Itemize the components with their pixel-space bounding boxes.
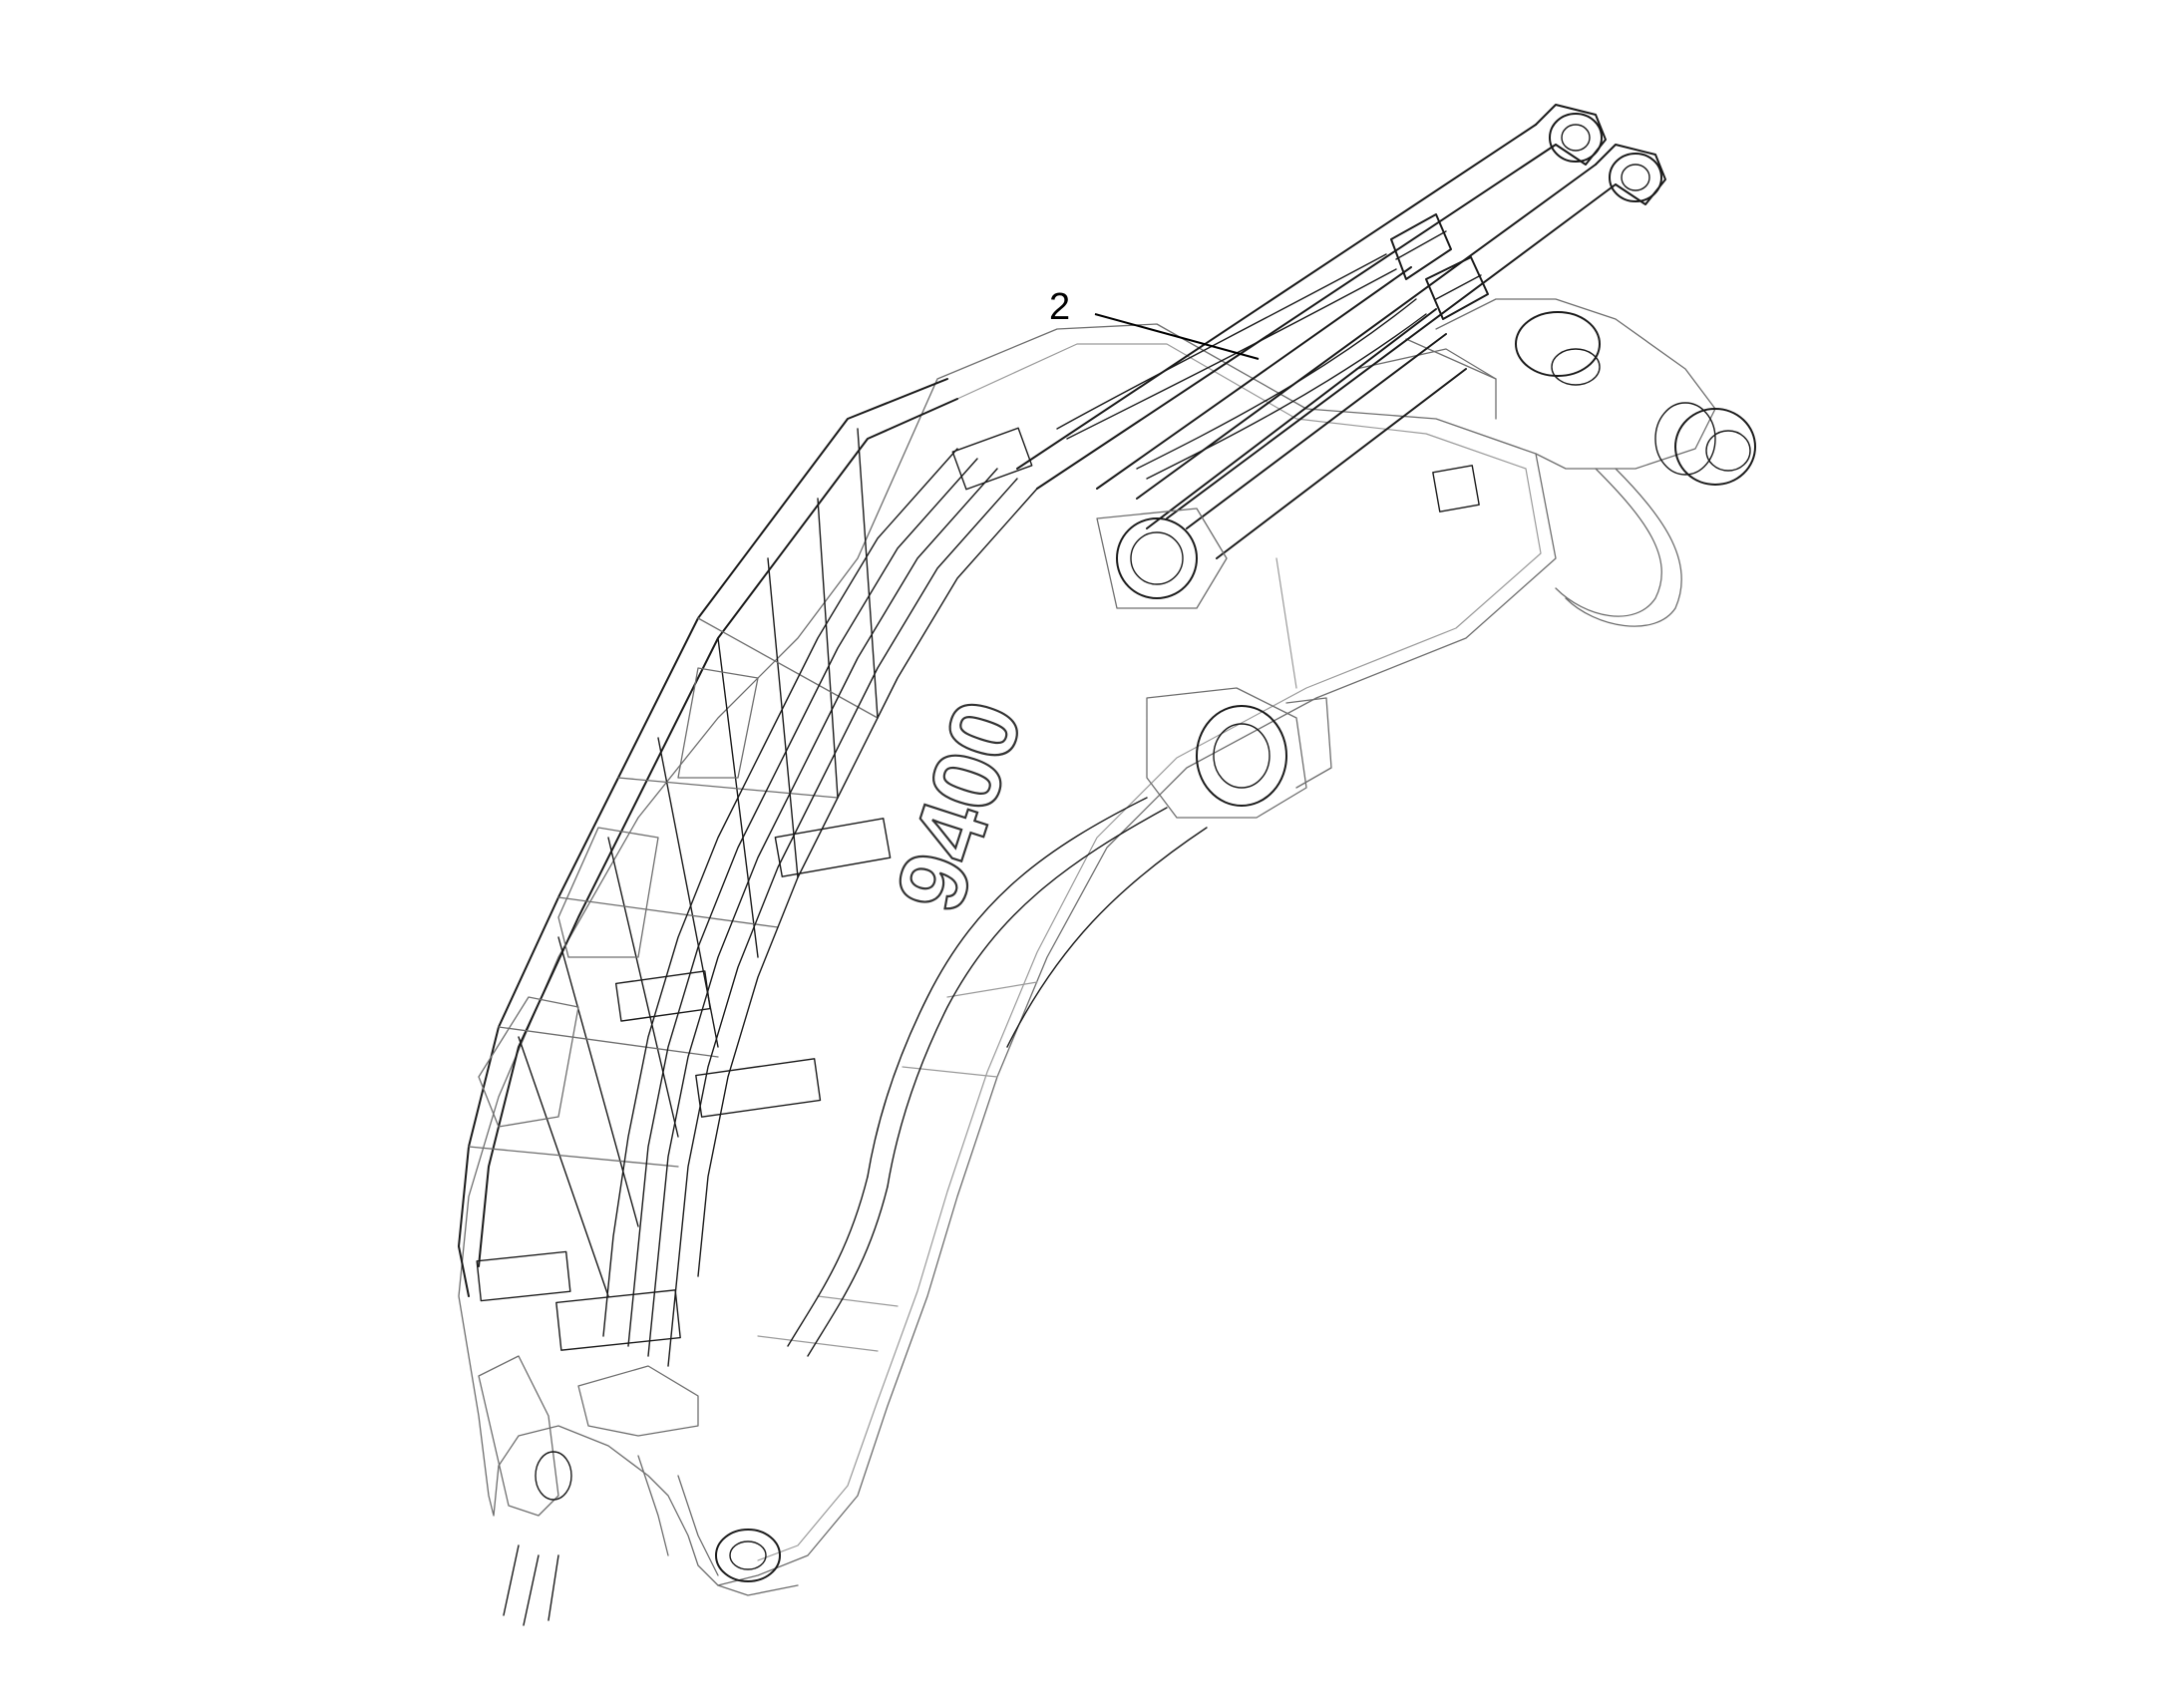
tube-bundle [602, 448, 1038, 1367]
rear-pivot [1355, 298, 1756, 627]
cylinder-foot [1096, 508, 1228, 609]
boom-model-marking: 9400 [876, 688, 1043, 923]
boom-body [458, 323, 1557, 1596]
callout-label: 2 [1049, 286, 1071, 328]
valve-blocks [476, 427, 1480, 1351]
side-frame [458, 378, 958, 1297]
boom-cylinder-2 [1136, 144, 1666, 559]
rotary-joint [1146, 687, 1332, 819]
boom-foot-pin [637, 1455, 781, 1582]
guard-plate [478, 667, 759, 1128]
boom-cylinder-1 [1016, 104, 1607, 529]
callout-leader-line [1094, 313, 1260, 360]
foot-lugs [478, 1355, 699, 1626]
hose-bundle [787, 797, 1208, 1357]
cylinder-hoses [1056, 253, 1427, 480]
